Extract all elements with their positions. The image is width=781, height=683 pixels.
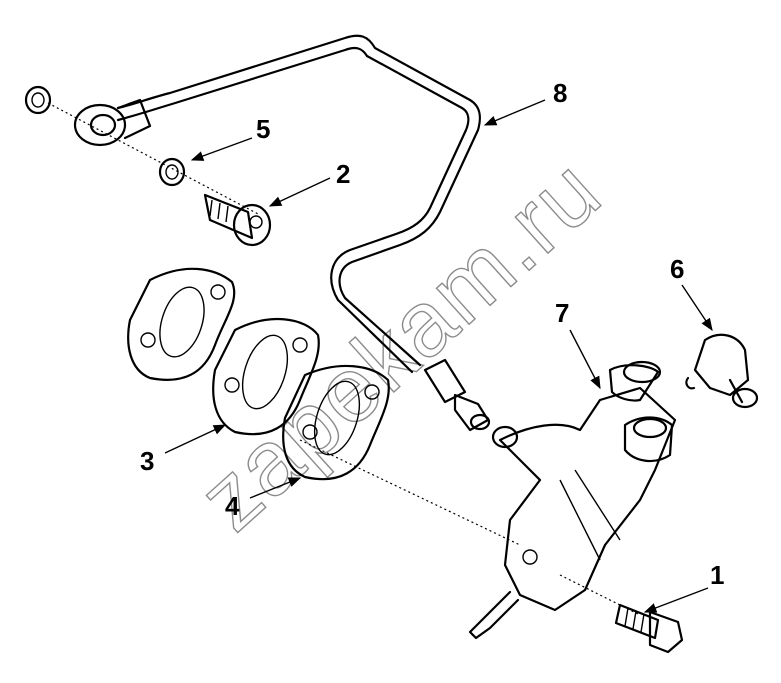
- callout-part-5: 5: [256, 114, 270, 144]
- callout-part-6: 6: [670, 254, 684, 284]
- capscrew: [614, 603, 684, 654]
- leader-arrows: [164, 99, 713, 613]
- assembly-centerlines: [47, 102, 641, 616]
- pipe-fitting: [423, 358, 491, 432]
- callout-part-7: 7: [555, 298, 569, 328]
- banjo-bolt: [203, 193, 272, 247]
- sealing-washers: [24, 85, 186, 187]
- callout-part-1: 1: [710, 560, 724, 590]
- callout-part-8: 8: [553, 78, 567, 108]
- callout-part-3: 3: [140, 446, 154, 476]
- callout-part-2: 2: [336, 159, 350, 189]
- fuel-line-pipe: [73, 34, 481, 374]
- gasket-set: [127, 267, 390, 481]
- fuel-lift-pump: [468, 360, 677, 640]
- callout-part-4: 4: [225, 491, 240, 521]
- elbow-fitting: [685, 333, 759, 409]
